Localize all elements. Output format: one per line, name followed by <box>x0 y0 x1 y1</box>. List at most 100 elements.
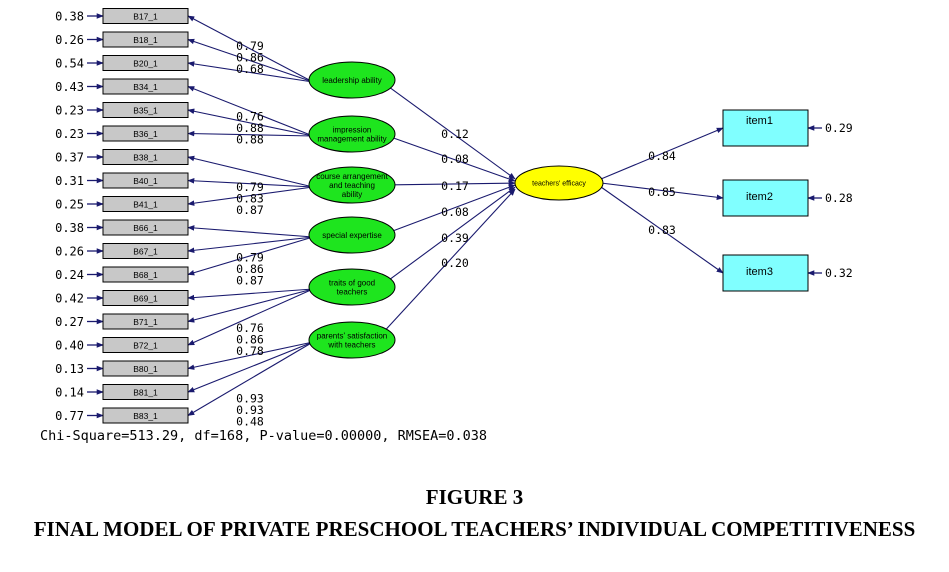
latent-factor-ellipse <box>308 115 396 153</box>
observed-item-box <box>102 266 189 283</box>
latent-factor-label: teachers <box>337 288 368 297</box>
latent-factor-label: ability <box>342 190 362 199</box>
loading-value: 0.83 <box>236 192 264 206</box>
outcome-loading-arrow <box>600 182 724 201</box>
structural-path-value: 0.12 <box>441 127 469 141</box>
error-variance-value: 0.24 <box>55 268 84 282</box>
observed-item-box <box>102 360 189 377</box>
error-variance-value: 0.38 <box>55 10 84 24</box>
latent-factor-label: course arrangement <box>316 172 388 181</box>
observed-item-box <box>102 407 189 424</box>
structural-path-arrow <box>393 184 516 232</box>
error-variance-value: 0.77 <box>55 409 84 423</box>
observed-item-label: B40_1 <box>133 176 158 186</box>
latent-factor-label: special expertise <box>322 231 382 240</box>
loading-value: 0.86 <box>236 333 264 347</box>
loading-arrow <box>187 38 314 83</box>
observed-item-box <box>102 125 189 142</box>
observed-item-label: B20_1 <box>133 59 158 69</box>
loading-arrow <box>187 85 314 137</box>
outcome-indicator-label: item3 <box>746 266 773 278</box>
loading-value: 0.86 <box>236 51 264 65</box>
structural-path-value: 0.08 <box>441 152 469 166</box>
observed-item-box <box>102 219 189 236</box>
loading-value: 0.87 <box>236 203 264 217</box>
loading-value: 0.87 <box>236 274 264 288</box>
latent-factor-ellipse <box>308 216 396 254</box>
loading-value: 0.93 <box>236 392 264 406</box>
outcome-loading-arrow <box>600 186 724 274</box>
outcome-error-value: 0.28 <box>825 191 853 205</box>
outcome-error-value: 0.29 <box>825 121 853 135</box>
error-variance-value: 0.37 <box>55 151 84 165</box>
observed-item-box <box>102 290 189 306</box>
observed-item-box <box>102 337 189 353</box>
structural-path-arrow <box>394 180 516 186</box>
observed-item-label: B34_1 <box>133 82 158 92</box>
observed-item-label: B68_1 <box>133 270 158 280</box>
loading-value: 0.93 <box>236 403 264 417</box>
loading-value: 0.78 <box>236 344 264 358</box>
observed-item-label: B38_1 <box>133 153 158 163</box>
observed-item-box <box>102 243 189 259</box>
loading-value: 0.79 <box>236 39 264 53</box>
observed-item-box <box>102 196 189 212</box>
structural-path-arrow <box>393 137 516 182</box>
observed-item-box <box>102 78 189 95</box>
outcome-loading-value: 0.84 <box>648 149 676 163</box>
loading-value: 0.68 <box>236 62 264 76</box>
observed-item-label: B41_1 <box>133 200 158 210</box>
fit-statistics: Chi-Square=513.29, df=168, P-value=0.000… <box>40 428 488 444</box>
loading-value: 0.76 <box>236 110 264 124</box>
loading-arrow <box>187 236 314 254</box>
structural-path-value: 0.20 <box>441 256 469 270</box>
latent-factor-label: management ability <box>317 135 386 144</box>
observed-item-box <box>102 102 189 118</box>
loading-arrow <box>187 288 314 346</box>
latent-factor-ellipse <box>308 61 396 99</box>
latent-factor-label: and teaching <box>329 181 375 190</box>
observed-item-box <box>102 313 189 330</box>
loading-arrow <box>187 341 314 370</box>
path-lines <box>87 13 822 419</box>
outcome-indicator-label: item2 <box>746 191 773 203</box>
error-variance-value: 0.27 <box>55 315 84 329</box>
loading-arrow <box>187 288 314 323</box>
observed-item-label: B35_1 <box>133 106 158 116</box>
observed-item-box <box>102 149 189 165</box>
observed-item-label: B18_1 <box>133 35 158 45</box>
error-variance-value: 0.40 <box>55 339 84 353</box>
latent-factor-label: with teachers <box>327 341 375 350</box>
error-variance-value: 0.26 <box>55 33 84 47</box>
loading-value: 0.79 <box>236 251 264 265</box>
observed-item-box <box>102 55 189 71</box>
outcome-loading-value: 0.83 <box>648 223 676 237</box>
error-variance-value: 0.38 <box>55 221 84 235</box>
loading-value: 0.76 <box>236 321 264 335</box>
latent-factor-label: impression <box>333 126 372 135</box>
error-variance-value: 0.31 <box>55 174 84 188</box>
error-variance-value: 0.43 <box>55 80 84 94</box>
loading-arrow <box>187 61 314 83</box>
loading-value: 0.48 <box>236 415 264 429</box>
error-variance-value: 0.42 <box>55 292 84 306</box>
observed-item-label: B67_1 <box>133 247 158 257</box>
structural-path-value: 0.39 <box>441 231 469 245</box>
loading-arrow <box>187 236 314 276</box>
outcome-indicator-label: item1 <box>746 115 773 127</box>
structural-path-arrow <box>390 186 516 280</box>
latent-factor-ellipse <box>308 321 396 359</box>
latent-factor-label: traits of good <box>329 279 375 288</box>
figure-title: FINAL MODEL OF PRIVATE PRESCHOOL TEACHER… <box>33 517 916 541</box>
latent-factor-label: parents' satisfaction <box>317 332 387 341</box>
observed-item-box <box>102 384 189 400</box>
loading-arrow <box>187 108 314 137</box>
observed-item-label: B81_1 <box>133 388 158 398</box>
latent-factor-ellipse <box>308 166 396 204</box>
loading-value: 0.88 <box>236 121 264 135</box>
error-variance-value: 0.54 <box>55 57 84 71</box>
loading-value: 0.79 <box>236 180 264 194</box>
